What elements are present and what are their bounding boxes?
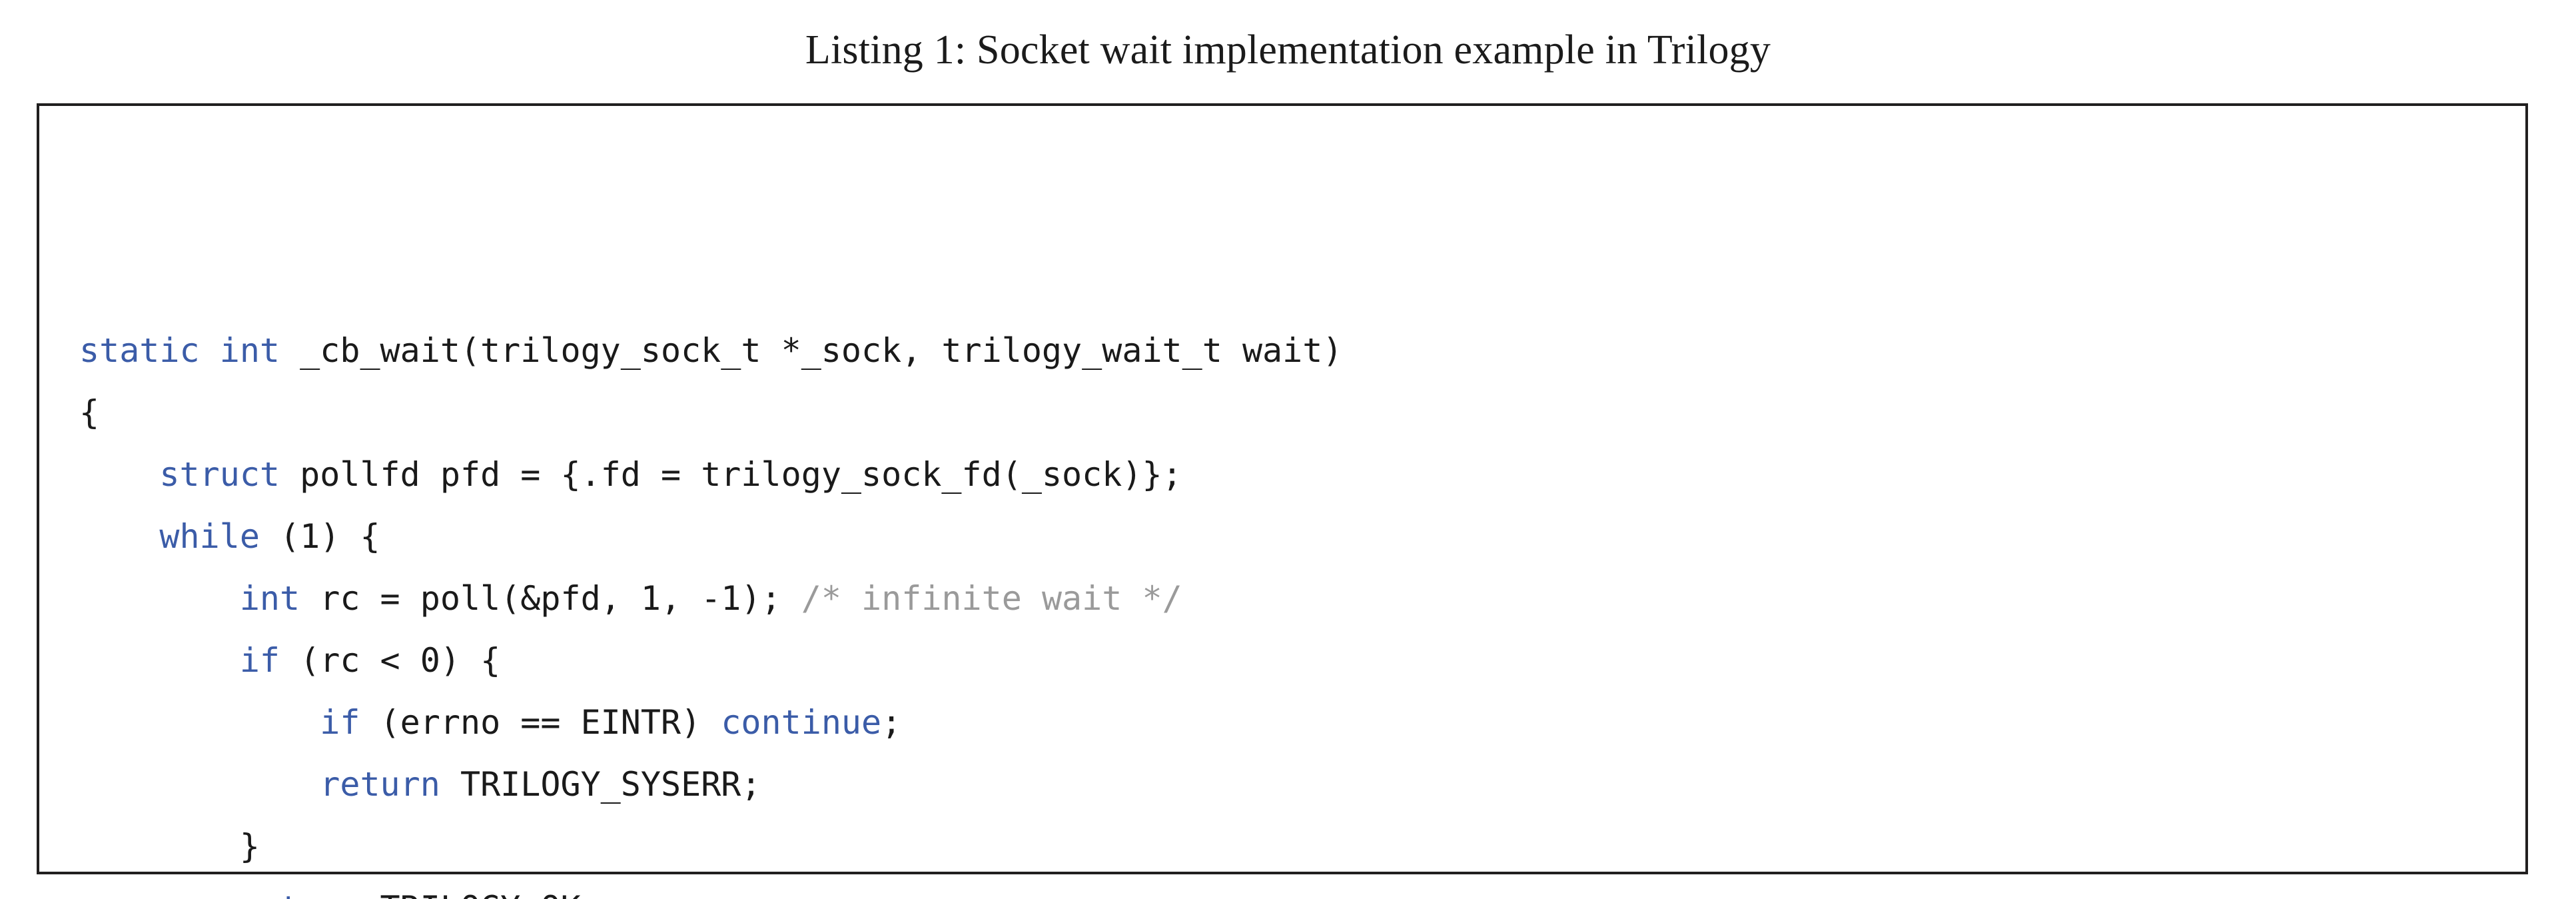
code-token-plain: TRILOGY_SYSERR; (440, 765, 761, 804)
code-token-plain (79, 517, 159, 556)
code-token-plain: { (79, 393, 100, 432)
code-line: struct pollfd pfd = {.fd = trilogy_sock_… (79, 444, 1342, 506)
code-token-kw: int (239, 579, 300, 618)
code-line: return TRILOGY_SYSERR; (79, 754, 1342, 816)
code-token-plain (79, 455, 159, 494)
code-token-kw: if (320, 703, 360, 742)
code-token-plain (79, 641, 240, 680)
code-token-kw: while (159, 517, 260, 556)
code-token-plain (79, 765, 320, 804)
code-line: if (errno == EINTR) continue; (79, 692, 1342, 754)
code-token-kw: return (320, 765, 440, 804)
code-token-plain (79, 579, 240, 618)
code-token-kw: continue (721, 703, 882, 742)
code-token-plain: } (79, 827, 260, 866)
code-token-plain (79, 703, 320, 742)
code-token-plain: (1) { (259, 517, 380, 556)
code-token-cmt: /* infinite wait */ (801, 579, 1182, 618)
code-token-plain: rc = poll(&pfd, 1, -1); (300, 579, 801, 618)
code-token-kw: struct (159, 455, 280, 494)
code-line: if (rc < 0) { (79, 630, 1342, 692)
code-line: int rc = poll(&pfd, 1, -1); /* infinite … (79, 568, 1342, 630)
code-token-plain (79, 889, 240, 899)
code-token-kw: static int (79, 331, 280, 370)
code-line: { (79, 382, 1342, 444)
code-line: return TRILOGY_OK; (79, 878, 1342, 899)
code-block: static int _cb_wait(trilogy_sock_t *_soc… (39, 106, 1342, 899)
code-token-kw: return (240, 889, 360, 899)
code-token-plain: pollfd pfd = {.fd = trilogy_sock_fd(_soc… (280, 455, 1182, 494)
code-token-plain: ; (881, 703, 902, 742)
code-listing-frame: static int _cb_wait(trilogy_sock_t *_soc… (37, 103, 2528, 899)
code-token-plain: (errno == EINTR) (360, 703, 721, 742)
code-token-plain: _cb_wait(trilogy_sock_t *_sock, trilogy_… (280, 331, 1343, 370)
code-token-plain: (rc < 0) { (280, 641, 501, 680)
code-line: } (79, 816, 1342, 878)
code-token-kw: if (239, 641, 280, 680)
listing-caption: Listing 1: Socket wait implementation ex… (805, 27, 1771, 73)
code-line: static int _cb_wait(trilogy_sock_t *_soc… (79, 320, 1342, 382)
code-token-plain: TRILOGY_OK; (360, 889, 601, 899)
code-line: while (1) { (79, 506, 1342, 568)
